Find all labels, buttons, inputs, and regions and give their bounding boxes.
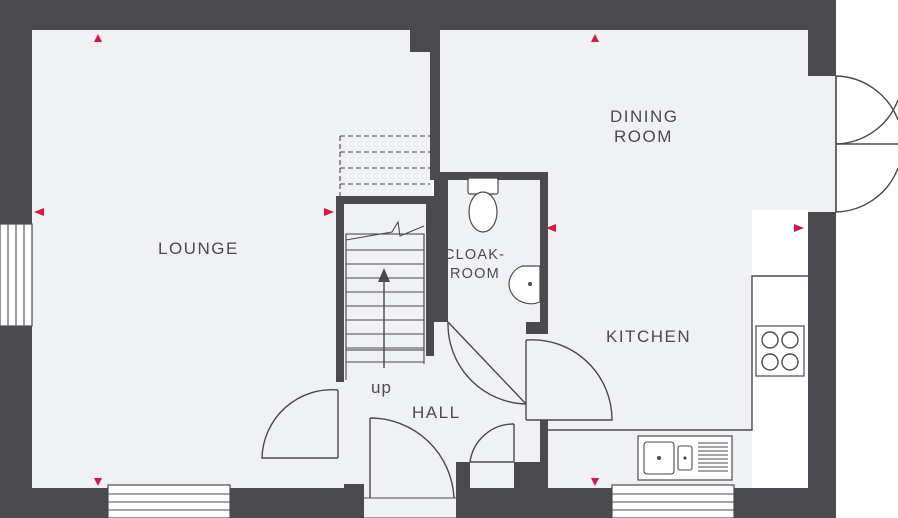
right-wall-jamb-top: [824, 66, 836, 78]
marker: [591, 34, 599, 42]
arrow-up-icon: [378, 268, 390, 368]
stair-break-line: [345, 220, 425, 241]
marker: [546, 224, 556, 232]
room-label-cloak-line1: CLOAK-: [444, 247, 505, 263]
staircase: up: [339, 135, 430, 397]
marker: [794, 224, 804, 232]
kitchen-left-wall: [540, 420, 548, 518]
marker: [94, 34, 102, 42]
lounge-door: [261, 389, 339, 459]
stair-right-wall: [426, 196, 434, 356]
french-doors: [808, 75, 898, 213]
hob-icon: [755, 325, 805, 377]
room-label-hall: HALL: [412, 403, 461, 422]
kitchen-units: [546, 275, 808, 481]
hob-ring: [781, 353, 799, 371]
right-wall-jamb-bottom: [824, 210, 836, 220]
basin-icon: [508, 265, 541, 305]
doors: [261, 321, 613, 518]
stair-top-wall: [336, 196, 430, 204]
marker: [591, 478, 599, 486]
lounge-side-window: [0, 223, 33, 327]
room-label-dining-line1: DINING: [610, 107, 679, 126]
room-label-dining-line2: ROOM: [614, 127, 673, 146]
cloak-left-wall: [434, 172, 448, 322]
sink-icon: [637, 435, 733, 481]
hob-ring: [761, 353, 779, 371]
cloak-right-wall: [540, 172, 548, 332]
right-wall-bottom: [808, 212, 836, 518]
front-door: [364, 417, 456, 518]
cloak-door-jamb: [526, 322, 548, 334]
kitchen-door: [525, 339, 613, 421]
windows: [0, 223, 735, 518]
cloak-top-wall: [434, 172, 548, 180]
lounge-front-window: [107, 484, 231, 518]
stair-left-wall: [336, 196, 344, 382]
toilet-icon: [467, 177, 499, 233]
cloakroom-door: [447, 321, 527, 405]
lounge-dining-wall: [430, 30, 440, 180]
kitchen-front-window: [611, 484, 735, 518]
marker: [324, 208, 334, 216]
hob-ring: [781, 331, 799, 349]
power-point-marker-icon: [34, 34, 804, 486]
marker: [94, 478, 102, 486]
right-wall-top: [808, 0, 836, 76]
entrance-jamb-left: [344, 484, 364, 518]
room-label-lounge: LOUNGE: [158, 239, 239, 258]
room-label-cloak-line2: ROOM: [450, 266, 500, 282]
top-wall: [0, 0, 836, 30]
stairs-up-label: up: [371, 378, 392, 397]
hob-ring: [761, 331, 779, 349]
floor-areas: [32, 30, 808, 488]
entrance-jamb-right: [456, 462, 470, 518]
stair-treads: [346, 249, 424, 363]
cupboard-door: [469, 423, 515, 463]
room-label-kitchen: KITCHEN: [606, 327, 691, 346]
marker: [34, 208, 44, 216]
